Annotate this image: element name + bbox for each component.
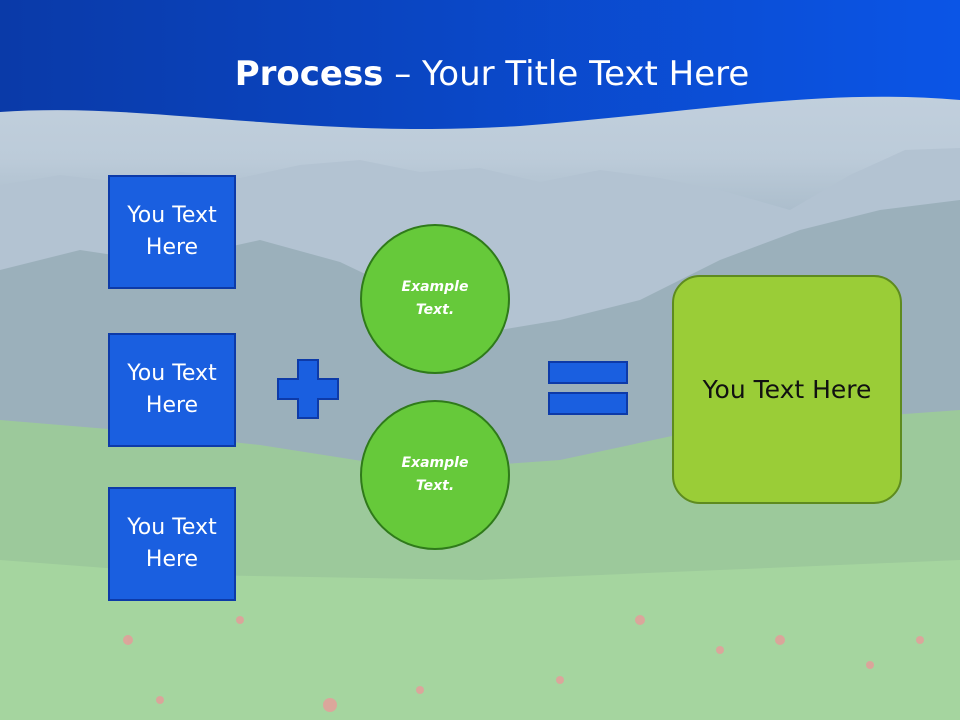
title-bold: Process xyxy=(234,54,384,94)
example-circle-2: Example Text. xyxy=(360,400,510,550)
header-band xyxy=(0,0,960,129)
input-box-3: You Text Here xyxy=(108,487,236,601)
equals-icon xyxy=(548,361,628,415)
result-box: You Text Here xyxy=(672,275,902,504)
example-circle-1: Example Text. xyxy=(360,224,510,374)
title-rest: – Your Title Text Here xyxy=(383,54,750,94)
page-title: Process – Your Title Text Here xyxy=(0,54,960,94)
input-box-1: You Text Here xyxy=(108,175,236,289)
plus-icon xyxy=(277,359,339,419)
input-box-2: You Text Here xyxy=(108,333,236,447)
